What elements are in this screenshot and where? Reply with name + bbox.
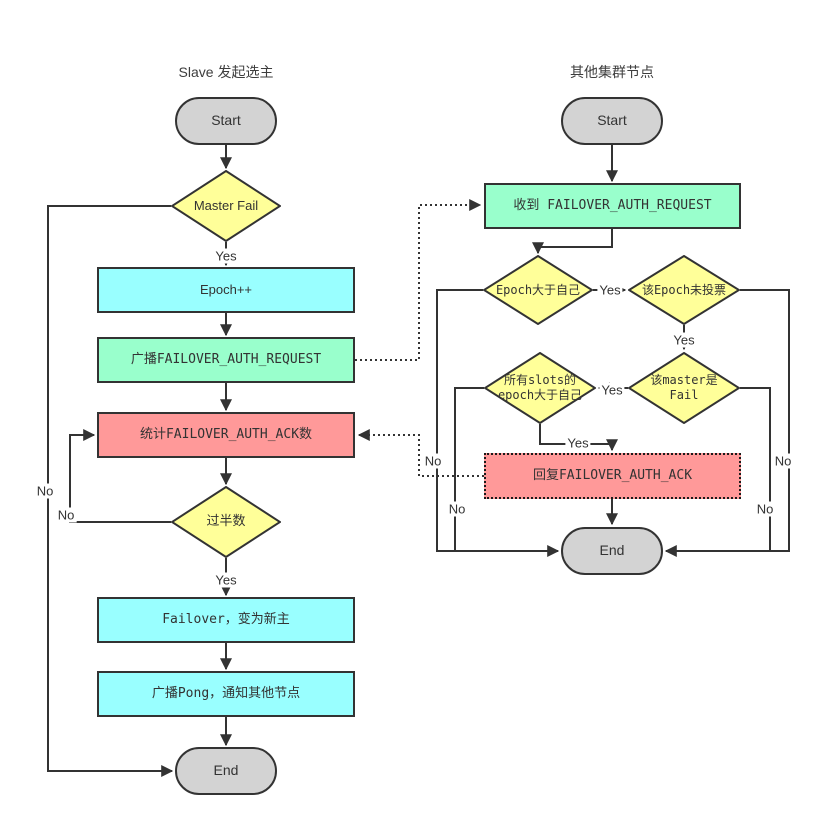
master-is-fail-label: 该master是 Fail (650, 373, 718, 402)
broadcast-pong-label: 广播Pong，通知其他节点 (151, 685, 301, 701)
edge-label-yes: Yes (213, 248, 239, 264)
right-end-node: End (561, 527, 663, 575)
reply-ack-box: 回复FAILOVER_AUTH_ACK (484, 453, 741, 499)
diamond-shape (628, 255, 740, 325)
edge-label-yes: Yes (599, 382, 625, 398)
edge-majority-no-retry (69, 429, 171, 523)
edge-masterisfail-no (740, 387, 771, 551)
failover-label: Failover，变为新主 (162, 611, 290, 627)
edge-label-no: No (772, 453, 794, 469)
epoch-greater-decision: Epoch大于自己 (483, 255, 593, 325)
majority-decision: 过半数 (171, 486, 281, 558)
diamond-shape (171, 486, 281, 558)
left-start-label: Start (211, 112, 241, 129)
edge-label-no: No (446, 501, 468, 517)
broadcast-request-label: 广播FAILOVER_AUTH_REQUEST (130, 351, 322, 367)
right-column-title: 其他集群节点 (570, 64, 654, 80)
edge-slots-no (454, 387, 484, 551)
right-start-node: Start (561, 97, 663, 145)
diamond-shape (483, 255, 593, 325)
master-fail-decision: Master Fail (171, 170, 281, 242)
count-ack-label: 统计FAILOVER_AUTH_ACK数 (139, 426, 313, 442)
majority-label: 过半数 (206, 513, 246, 529)
receive-request-box: 收到 FAILOVER_AUTH_REQUEST (484, 183, 741, 229)
epoch-increment-box: Epoch++ (97, 267, 355, 313)
left-end-node: End (175, 747, 277, 795)
broadcast-pong-box: 广播Pong，通知其他节点 (97, 671, 355, 717)
edge-label-no: No (754, 501, 776, 517)
diamond-shape (628, 352, 740, 424)
epoch-greater-label: Epoch大于自己 (495, 282, 581, 297)
edge-epochgreater-no (436, 289, 560, 557)
edge-label-yes: Yes (597, 282, 623, 298)
edge-label-yes: Yes (213, 572, 239, 588)
edge-receive-to-epochgreater (532, 228, 613, 255)
receive-request-label: 收到 FAILOVER_AUTH_REQUEST (513, 197, 712, 213)
left-start-node: Start (175, 97, 277, 145)
slots-epoch-label: 所有slots的 epoch大于自己 (497, 373, 583, 402)
edge-label-yes: Yes (565, 435, 591, 451)
failover-box: Failover，变为新主 (97, 597, 355, 643)
broadcast-request-box: 广播FAILOVER_AUTH_REQUEST (97, 337, 355, 383)
epoch-not-voted-label: 该Epoch未投票 (641, 282, 727, 297)
edge-label-no: No (34, 483, 56, 499)
count-ack-box: 统计FAILOVER_AUTH_ACK数 (97, 412, 355, 458)
master-is-fail-decision: 该master是 Fail (628, 352, 740, 424)
edge-label-yes: Yes (671, 332, 697, 348)
diamond-shape (171, 170, 281, 242)
edge-label-no: No (422, 453, 444, 469)
edge-reply-dotted-to-count (357, 429, 484, 477)
left-end-label: End (213, 762, 239, 779)
slots-epoch-decision: 所有slots的 epoch大于自己 (484, 352, 596, 424)
reply-ack-label: 回复FAILOVER_AUTH_ACK (532, 467, 693, 483)
edge-notvoted-no (664, 289, 790, 557)
left-column-title: Slave 发起选主 (178, 64, 274, 80)
master-fail-label: Master Fail (193, 197, 259, 213)
edge-broadcast-dotted-to-receive (355, 199, 482, 361)
right-end-label: End (599, 542, 625, 559)
epoch-increment-label: Epoch++ (199, 281, 253, 297)
diamond-shape (484, 352, 596, 424)
edge-label-no: No (55, 507, 77, 523)
epoch-not-voted-decision: 该Epoch未投票 (628, 255, 740, 325)
right-start-label: Start (597, 112, 627, 129)
